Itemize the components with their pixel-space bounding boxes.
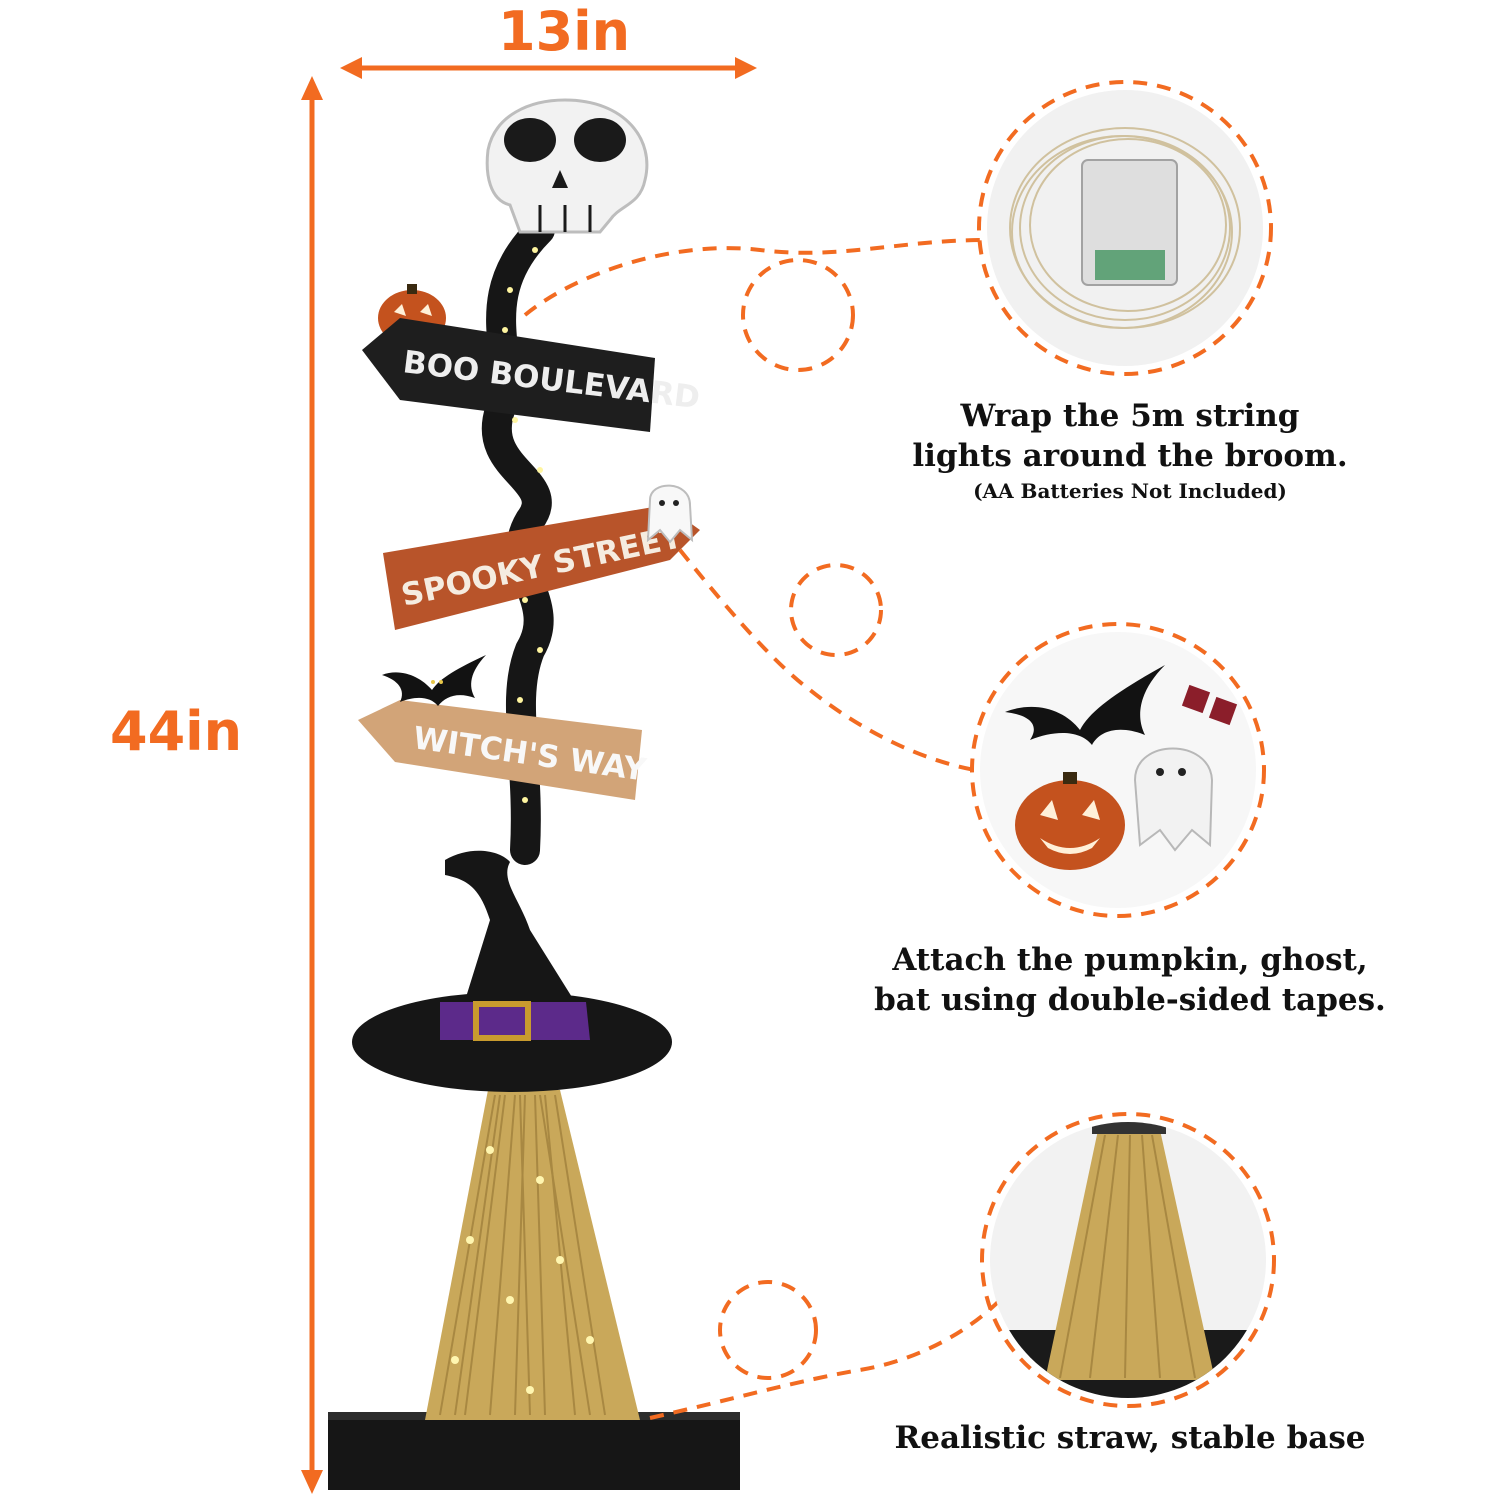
caption-attach-pieces: Attach the pumpkin, ghost, bat using dou… bbox=[850, 940, 1410, 1020]
bat-piece-icon bbox=[1005, 665, 1165, 745]
witch-hat bbox=[352, 850, 672, 1092]
skull-topper bbox=[485, 98, 649, 234]
sign-witchs-way: WITCH'S WAY bbox=[358, 655, 649, 800]
connector-attach bbox=[678, 548, 1266, 918]
caption-attach-line1: Attach the pumpkin, ghost, bbox=[892, 942, 1368, 978]
straw-base-photo bbox=[990, 1122, 1266, 1398]
width-dimension-arrow bbox=[340, 57, 757, 79]
width-dimension-label: 13in bbox=[498, 0, 631, 63]
ghost-piece-icon bbox=[1133, 747, 1214, 852]
pumpkin-piece-icon bbox=[1015, 772, 1125, 870]
ghost-decoration bbox=[646, 484, 694, 544]
height-dimension-arrow bbox=[301, 76, 323, 1494]
decoration-pieces-photo bbox=[980, 632, 1256, 908]
caption-string-lights: Wrap the 5m string lights around the bro… bbox=[880, 396, 1380, 506]
bat-decoration bbox=[382, 655, 486, 706]
caption-batteries-note: (AA Batteries Not Included) bbox=[973, 479, 1287, 503]
tape-piece-icon bbox=[1181, 684, 1238, 726]
string-lights-photo bbox=[987, 90, 1263, 366]
caption-attach-line2: bat using double-sided tapes. bbox=[874, 982, 1386, 1018]
caption-straw-line1: Realistic straw, stable base bbox=[894, 1420, 1366, 1456]
caption-string-lights-line2: lights around the broom. bbox=[912, 438, 1348, 474]
broom-straw bbox=[425, 1090, 640, 1420]
connector-lights bbox=[523, 80, 1273, 376]
connector-straw bbox=[649, 1112, 1276, 1420]
sign-boo-boulevard: BOO BOULEVARD bbox=[362, 318, 702, 432]
height-dimension-label: 44in bbox=[110, 700, 243, 763]
wooden-base bbox=[328, 1412, 740, 1490]
caption-straw-base: Realistic straw, stable base bbox=[860, 1418, 1400, 1458]
caption-string-lights-line1: Wrap the 5m string bbox=[960, 398, 1300, 434]
